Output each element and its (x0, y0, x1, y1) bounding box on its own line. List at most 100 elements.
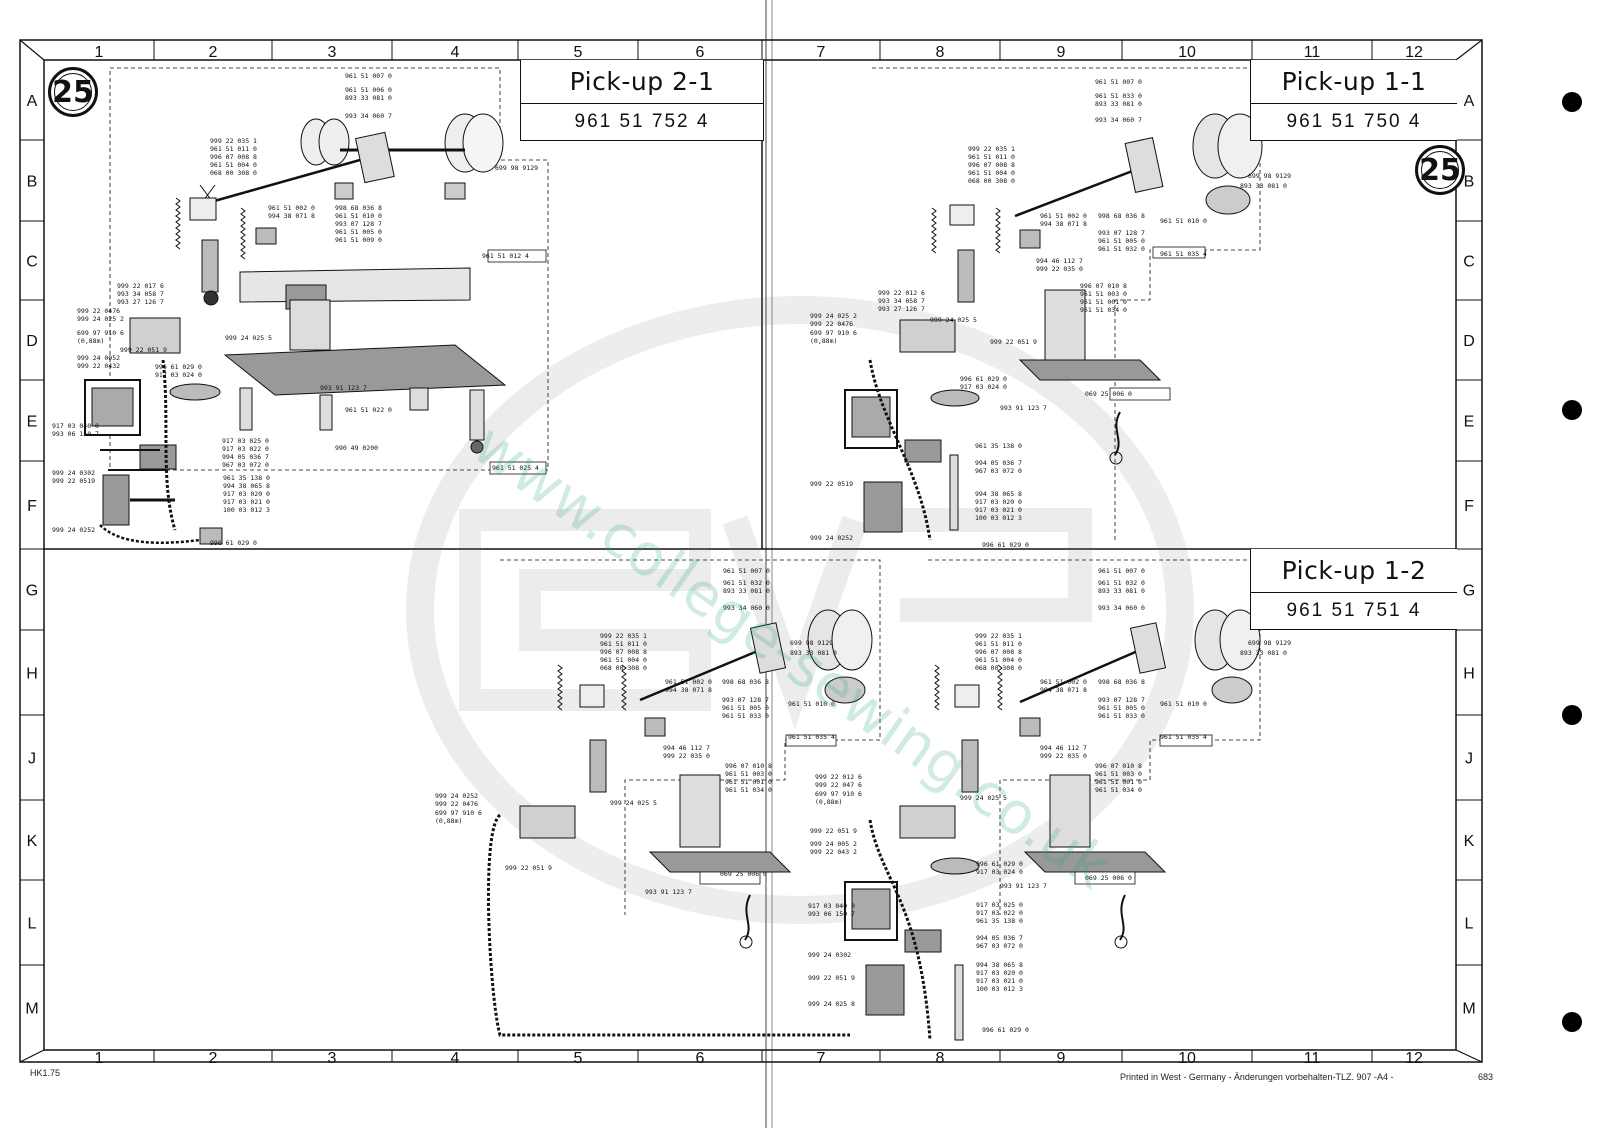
part-number-label: 699 98 9129 (1248, 639, 1291, 647)
row-label-left: D (26, 333, 38, 350)
part-number-label: 917 03 021 0 (976, 977, 1023, 985)
part-number-label: 996 61 029 0 (982, 541, 1029, 549)
part-number-label: 917 03 021 0 (223, 498, 270, 506)
page-badge-right: 25 (1415, 145, 1465, 195)
part-number-label: 993 07 128 7 (1098, 696, 1145, 704)
part-number-label: 917 03 024 0 (976, 868, 1023, 876)
part-number-label: 999 22 012 6 (878, 289, 925, 297)
part-number-label: 699 98 9129 (1248, 172, 1291, 180)
part-number-label: 999 24 025 5 (960, 794, 1007, 802)
part-number-label: 999 24 025 5 (610, 799, 657, 807)
part-number-label: 999 24 0302 (808, 951, 851, 959)
part-number-label: 999 24 0252 (52, 526, 95, 534)
part-number-label: 996 61 029 0 (982, 1026, 1029, 1034)
part-number-label: 999 22 035 1 (968, 145, 1015, 153)
part-number-label: 917 03 020 0 (976, 969, 1023, 977)
part-number-label: 999 24 0302 (52, 469, 95, 477)
part-number-label: 998 68 036 8 (335, 204, 382, 212)
part-number-label: 993 34 060 7 (345, 112, 392, 120)
part-number-label: 961 51 035 4 (1160, 733, 1207, 741)
part-number-label: 961 51 003 0 (725, 770, 772, 778)
part-number-label: 961 51 001 0 (1095, 778, 1142, 786)
column-label-bottom: 7 (817, 1050, 826, 1067)
column-label-top: 5 (574, 44, 583, 61)
part-number-label: 994 05 036 7 (976, 934, 1023, 942)
part-number-label: 893 33 081 0 (1095, 100, 1142, 108)
row-label-right: K (1464, 833, 1475, 850)
column-label-bottom: 6 (696, 1050, 705, 1067)
part-number-label: 999 22 0519 (52, 477, 95, 485)
part-number-label: 961 51 012 4 (482, 252, 529, 260)
binder-hole (1562, 1012, 1582, 1032)
row-label-left: C (26, 254, 38, 271)
part-number-label: 967 03 072 0 (976, 942, 1023, 950)
part-number-label: 993 91 123 7 (645, 888, 692, 896)
column-label-bottom: 9 (1057, 1050, 1066, 1067)
part-number-label: 961 51 003 0 (1095, 770, 1142, 778)
footer-code: HK1.75 (30, 1068, 61, 1078)
part-number-label: 917 03 022 0 (976, 909, 1023, 917)
title-box-pickup-2-1: Pick-up 2-1 961 51 752 4 (520, 60, 764, 141)
part-number-label: 993 34 058 7 (117, 290, 164, 298)
part-number-label: 996 07 008 8 (975, 648, 1022, 656)
part-number-label: 961 51 034 0 (725, 786, 772, 794)
part-number-label: 996 61 029 0 (155, 363, 202, 371)
part-number-label: 999 24 025 8 (808, 1000, 855, 1008)
part-number-label: 994 38 065 8 (975, 490, 1022, 498)
part-number-label: 999 22 0476 (810, 320, 853, 328)
part-number-label: 999 22 0432 (77, 362, 120, 370)
part-number-label: 961 51 010 0 (335, 212, 382, 220)
panel-part-number: 961 51 750 4 (1286, 111, 1422, 133)
part-number-label: 961 51 009 0 (335, 236, 382, 244)
part-number-label: 994 38 065 8 (223, 482, 270, 490)
row-label-left: J (28, 751, 36, 768)
part-number-label: 994 05 036 7 (975, 459, 1022, 467)
part-number-label: 996 61 029 0 (960, 375, 1007, 383)
part-number-label: 961 51 034 0 (1095, 786, 1142, 794)
part-number-label: 917 03 024 0 (155, 371, 202, 379)
panel-title: Pick-up 2-1 (521, 60, 763, 105)
part-number-label: 961 51 035 4 (1160, 250, 1207, 258)
part-number-label: 996 07 008 8 (210, 153, 257, 161)
row-label-left: G (26, 583, 38, 600)
part-number-label: 961 51 007 0 (723, 567, 770, 575)
column-label-bottom: 12 (1405, 1050, 1423, 1067)
part-number-label: 999 22 035 0 (663, 752, 710, 760)
part-number-label: 993 06 150 7 (808, 910, 855, 918)
part-number-label: 993 27 126 7 (117, 298, 164, 306)
part-number-label: 994 38 065 8 (976, 961, 1023, 969)
part-number-label: 999 24 0252 (435, 792, 478, 800)
part-number-label: 961 51 001 0 (725, 778, 772, 786)
column-label-bottom: 1 (95, 1050, 104, 1067)
part-number-label: 994 38 071 8 (1040, 686, 1087, 694)
column-label-top: 3 (328, 44, 337, 61)
panel-title: Pick-up 1-1 (1251, 60, 1457, 105)
column-label-top: 2 (209, 44, 218, 61)
row-label-left: M (25, 1001, 38, 1018)
row-label-right: G (1463, 583, 1475, 600)
part-number-label: 996 07 008 8 (600, 648, 647, 656)
part-number-label: 993 34 058 7 (878, 297, 925, 305)
panel-title: Pick-up 1-2 (1251, 549, 1457, 594)
part-number-label: 893 33 081 0 (723, 587, 770, 595)
column-label-bottom: 11 (1304, 1050, 1321, 1067)
part-number-label: 917 03 025 0 (976, 901, 1023, 909)
part-number-label: 999 22 035 0 (1036, 265, 1083, 273)
row-label-left: B (27, 174, 38, 191)
part-number-label: 999 22 0519 (810, 480, 853, 488)
part-number-label: 961 51 010 0 (788, 700, 835, 708)
panel-part-number: 961 51 752 4 (574, 111, 710, 133)
pickup-1-2-drawing (486, 559, 1261, 1041)
part-number-label: 961 51 033 0 (1098, 712, 1145, 720)
row-label-left: E (27, 414, 38, 431)
part-number-label: 999 22 035 1 (210, 137, 257, 145)
part-number-label: 967 03 072 0 (975, 467, 1022, 475)
pickup-2-1-drawing (84, 67, 549, 545)
part-number-label: 961 51 007 0 (345, 72, 392, 80)
part-number-label: 998 68 036 8 (1098, 678, 1145, 686)
part-number-label: 993 07 128 7 (335, 220, 382, 228)
part-number-label: 996 61 029 0 (976, 860, 1023, 868)
